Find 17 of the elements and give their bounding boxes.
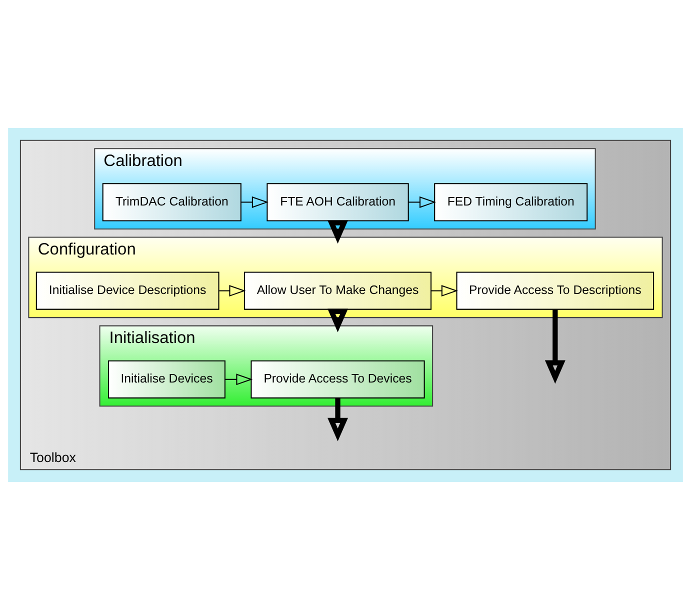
arrow [408,196,436,208]
arrow [544,309,566,384]
arrow [328,308,348,332]
arrow [328,397,348,441]
node-box: Provide Access To Descriptions [456,271,654,310]
arrow [431,284,458,296]
node-box: Initialise Device Descriptions [36,271,220,310]
arrow [328,220,348,244]
node-box: FTE AOH Calibration [266,182,409,221]
node-box: Allow User To Make Changes [244,271,432,310]
arrow [225,373,253,385]
arrow [241,196,268,208]
node-box: FED Timing Calibration [434,182,588,221]
node-box: Initialise Devices [108,360,226,398]
node-box: Provide Access To Devices [250,360,425,398]
arrow [219,284,246,296]
node-box: TrimDAC Calibration [102,182,242,221]
